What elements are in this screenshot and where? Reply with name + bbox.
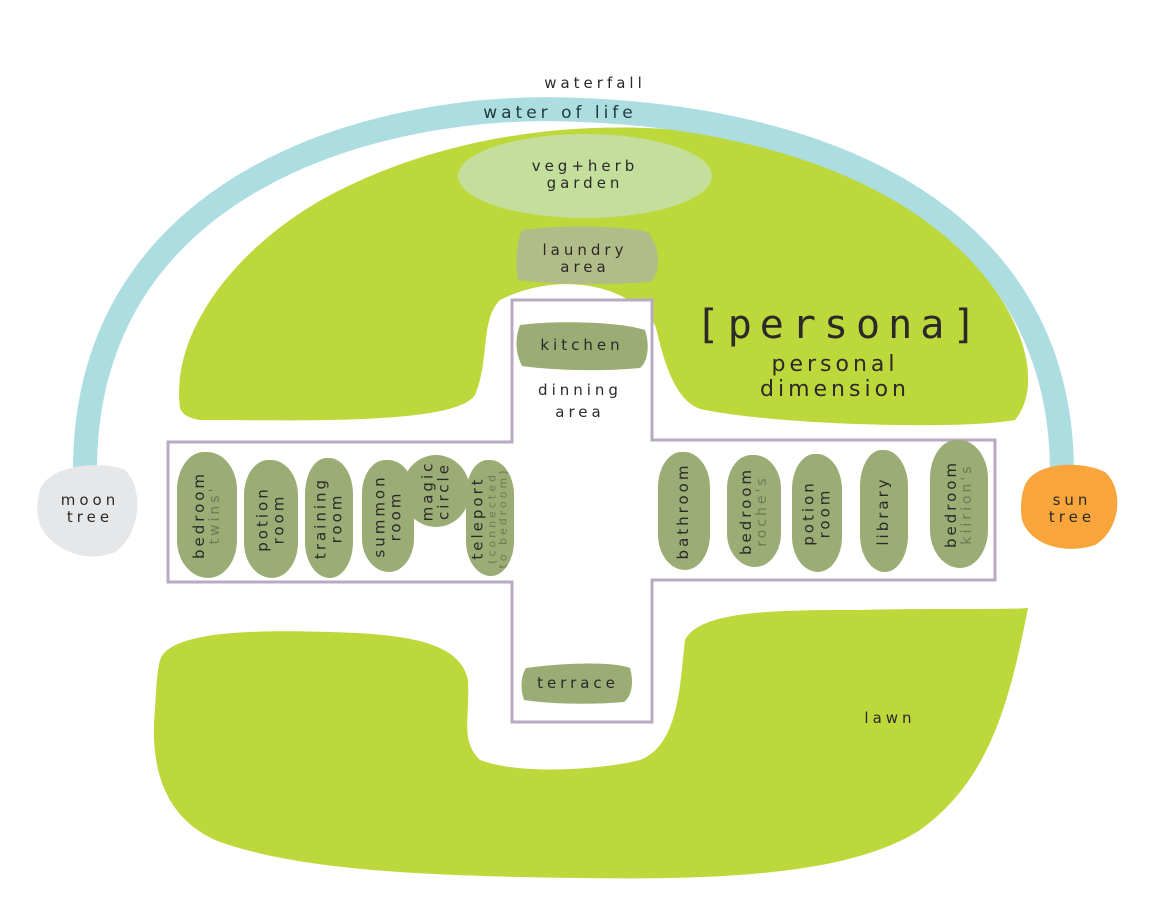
moon-tree-label: moon tree: [60, 491, 120, 527]
room-name-2: circle: [434, 462, 452, 520]
library-room: library: [860, 450, 908, 572]
lawn-label: lawn: [864, 709, 916, 727]
lower-lawn-area: [153, 608, 1028, 879]
room-name: bedroom: [736, 466, 755, 556]
laundry-area-label: laundry area: [542, 241, 628, 277]
sun-tree-label: sun tree: [1048, 491, 1096, 527]
kitchen-area-shape: [516, 322, 648, 371]
water-of-life-label: water of life: [483, 103, 637, 123]
room-name-2: room: [269, 493, 287, 545]
personal-dimension-subtitle: personal dimension: [760, 352, 910, 403]
room-name-2: room: [815, 487, 833, 539]
room-owner: roche's: [753, 475, 770, 547]
veg-herb-garden-label: veg+herb garden: [531, 157, 639, 193]
terrace-area-shape: [521, 663, 632, 704]
laundry-area-shape: [516, 226, 658, 285]
persona-title: [persona]: [695, 302, 985, 348]
room-name: bedroom: [189, 470, 208, 560]
room-name: library: [874, 476, 893, 546]
waterfall-label: waterfall: [544, 74, 646, 92]
room-owner: kiirion's: [958, 463, 975, 545]
dinning-area-label: dinning area: [538, 381, 622, 421]
water-of-life-arc: [73, 97, 1074, 482]
room-note-2: to bedroom): [496, 467, 510, 569]
room-name: teleport: [468, 476, 487, 560]
room-name-2: room: [327, 492, 345, 544]
moon-tree-shape: [37, 465, 138, 557]
room-owner: twins': [206, 485, 223, 545]
terrace-label: terrace: [537, 674, 619, 692]
bathroom-room: bathroom: [658, 452, 710, 570]
house-outline: [166, 298, 997, 724]
room-name: bedroom: [941, 459, 960, 549]
sun-tree-shape: [1021, 464, 1118, 549]
kitchen-label: kitchen: [540, 336, 624, 354]
room-name: bathroom: [674, 462, 693, 560]
veg-herb-garden-area: [458, 134, 712, 218]
